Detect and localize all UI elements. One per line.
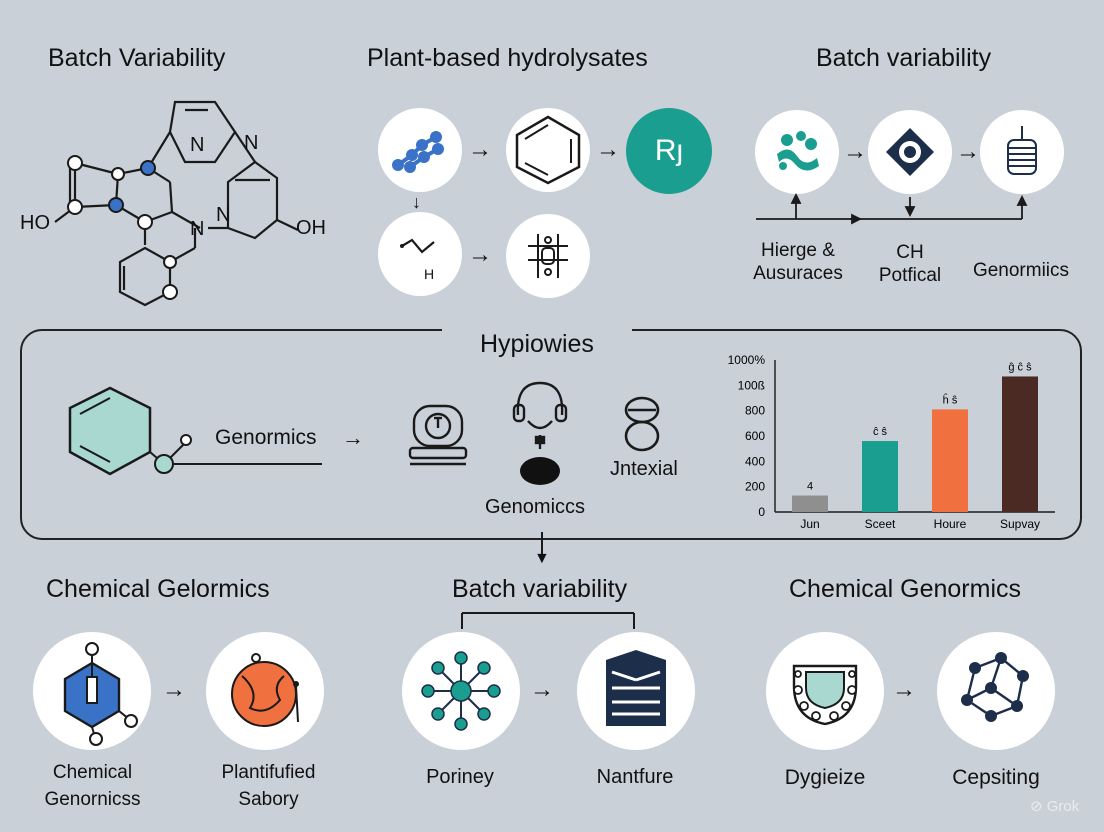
bar-data-label: ĉ ŝ (873, 426, 888, 438)
hydroxyl-label-left: HO (20, 212, 50, 234)
arrow-down-icon: ▼ (534, 550, 550, 567)
bar-jun (792, 495, 828, 512)
network-hub-icon (402, 632, 520, 750)
molecule-structure-diagram (54, 100, 299, 307)
x-tick-label: Jun (800, 517, 819, 531)
blue-hexagon-molecule-icon (33, 632, 151, 750)
label-genormiics: Genormiics (972, 260, 1070, 281)
label-potfical: Potfical (878, 265, 942, 286)
molecular-grid-icon (506, 214, 590, 298)
flow-connector-lines (756, 192, 1028, 225)
section-title-chemical-genormics: Chemical Genormics (789, 575, 1022, 603)
label-sabory: Sabory (238, 789, 299, 810)
x-tick-label: Supvay (1000, 517, 1040, 531)
hydroxyl-label-right: OH (296, 217, 326, 239)
label-hierge: Hierge & (761, 240, 835, 261)
hexagon-node-diagram (68, 386, 322, 476)
protein-cluster-icon (755, 110, 839, 194)
section-title-batch-variability-bottom: Batch variability (452, 575, 628, 603)
section-title-hypiowies: Hypiowies (480, 330, 594, 358)
nitrogen-label-ring: N (216, 204, 231, 226)
arrow-right-icon: → (162, 676, 186, 703)
label-ch: CH (896, 242, 924, 263)
connector-line (541, 532, 543, 560)
label-genornicss: Genornicss (44, 789, 141, 810)
section-title-chemical-gelormics: Chemical Gelormics (46, 575, 270, 603)
hydrogen-label: H (424, 266, 435, 282)
bar-data-label: ĝ ĉ ŝ (1008, 361, 1032, 373)
lens-icon (868, 110, 952, 194)
hydrogen-bond-icon (378, 212, 462, 296)
arrow-right-icon: → (468, 136, 492, 163)
y-tick-label: 400 (745, 454, 765, 468)
arrow-right-icon: → (468, 241, 492, 268)
arrow-right-icon: → (843, 138, 867, 165)
section-title-plant-hydrolysates: Plant-based hydrolysates (367, 44, 648, 72)
section-title-batch-variability: Batch Variability (48, 44, 226, 72)
membrane-pod-icon (766, 632, 884, 750)
label-dygieize: Dygieize (784, 766, 866, 789)
arrow-right-icon: → (530, 676, 554, 703)
y-tick-label: 100ß (738, 378, 765, 392)
arrow-right-icon: → (956, 138, 980, 165)
polymer-network-icon (937, 632, 1055, 750)
watermark-text: Grok (1046, 798, 1080, 815)
x-tick-label: Houre (934, 517, 967, 531)
arrow-right-icon: → (596, 136, 620, 163)
bar-supvay (1002, 376, 1038, 512)
r-group-badge: Rȷ (626, 108, 712, 194)
arrow-down-icon: ↓ (412, 192, 421, 212)
grok-watermark: ⊘ Grok (1030, 797, 1079, 815)
nitrogen-label-mid: N (190, 218, 205, 240)
bracket-connector (461, 612, 635, 629)
bar-sceet (862, 441, 898, 512)
nitrogen-label-top: N (190, 134, 205, 156)
arrow-right-icon: → (342, 425, 364, 450)
watermark-logo-icon: ⊘ (1030, 798, 1043, 815)
peptide-chain-icon (378, 108, 462, 192)
y-tick-label: 800 (745, 404, 765, 418)
coil-stack-icon (980, 110, 1064, 194)
arrow-right-icon: → (892, 676, 916, 703)
x-tick-label: Sceet (865, 517, 896, 531)
frame-title-gap (442, 320, 632, 340)
y-tick-label: 0 (758, 505, 765, 519)
server-stack-icon (577, 632, 695, 750)
y-tick-label: 200 (745, 480, 765, 494)
label-cepsiting: Cepsiting (952, 766, 1040, 789)
headset-person-icon (512, 381, 568, 485)
orange-sphere-icon (206, 632, 324, 750)
y-tick-label: 1000% (728, 353, 766, 367)
nitrogen-label-right: N (244, 132, 259, 154)
section-title-batch-variability-right: Batch variability (816, 44, 992, 72)
label-jntexial: Jntexial (610, 458, 678, 480)
label-plantifufied: Plantifufied (221, 762, 316, 783)
benzene-ring-icon (506, 108, 590, 192)
label-genomiccs: Genomiccs (485, 496, 586, 518)
label-poriney: Poriney (426, 766, 494, 788)
bar-data-label: ĥ ŝ (943, 393, 958, 406)
scale-device-icon (408, 404, 468, 466)
label-ausuraces: Ausuraces (753, 263, 843, 284)
y-tick-label: 600 (745, 429, 765, 443)
label-genormics: Genormics (215, 426, 317, 449)
bar-houre (932, 409, 968, 512)
label-nantfure: Nantfure (596, 766, 674, 788)
bar-data-label: 4 (807, 481, 813, 493)
loop-symbol-icon (624, 396, 660, 452)
label-chemical: Chemical (52, 762, 133, 783)
